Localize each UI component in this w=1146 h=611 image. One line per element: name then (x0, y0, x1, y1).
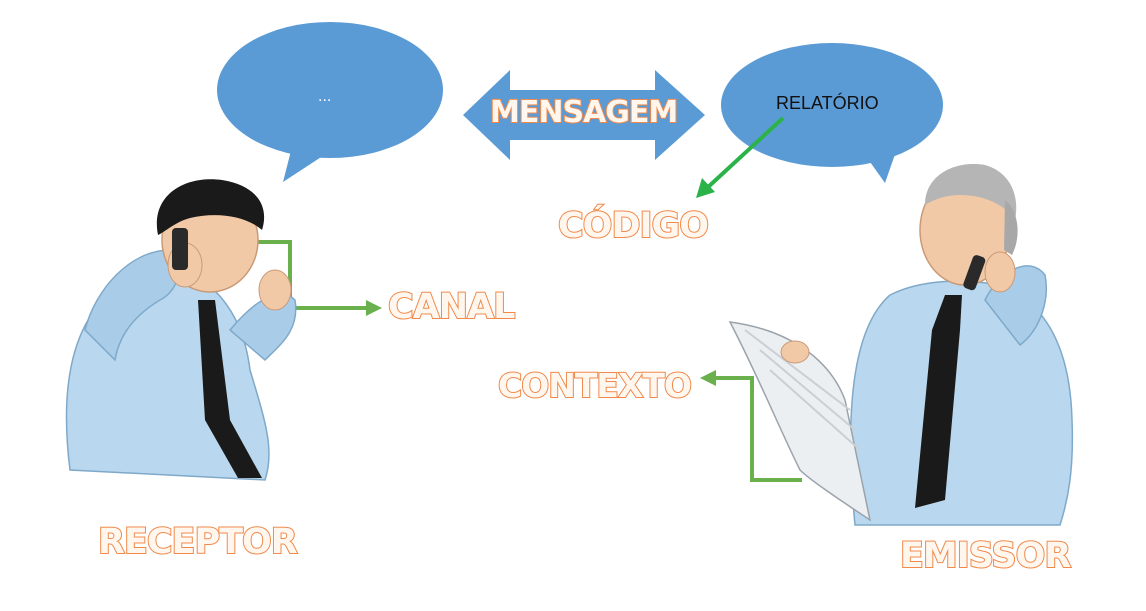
code-label: CÓDIGO (557, 205, 710, 247)
speech-bubble-emissor (721, 43, 943, 183)
context-label: CONTEXTO (497, 365, 693, 406)
receptor-bubble-text: ... (318, 88, 332, 105)
code-arrow (696, 116, 785, 198)
sender-label: EMISSOR (899, 535, 1072, 577)
emissor-bubble-text: RELATÓRIO (776, 93, 879, 113)
channel-label: CANAL (387, 286, 516, 328)
receptor-figure (65, 179, 297, 481)
receiver-label: RECEPTOR (97, 521, 299, 563)
emissor-figure (728, 164, 1074, 526)
message-double-arrow (463, 70, 705, 160)
speech-bubble-receptor (217, 22, 443, 182)
message-label: MENSAGEM (489, 94, 679, 131)
context-arrow (700, 370, 802, 482)
